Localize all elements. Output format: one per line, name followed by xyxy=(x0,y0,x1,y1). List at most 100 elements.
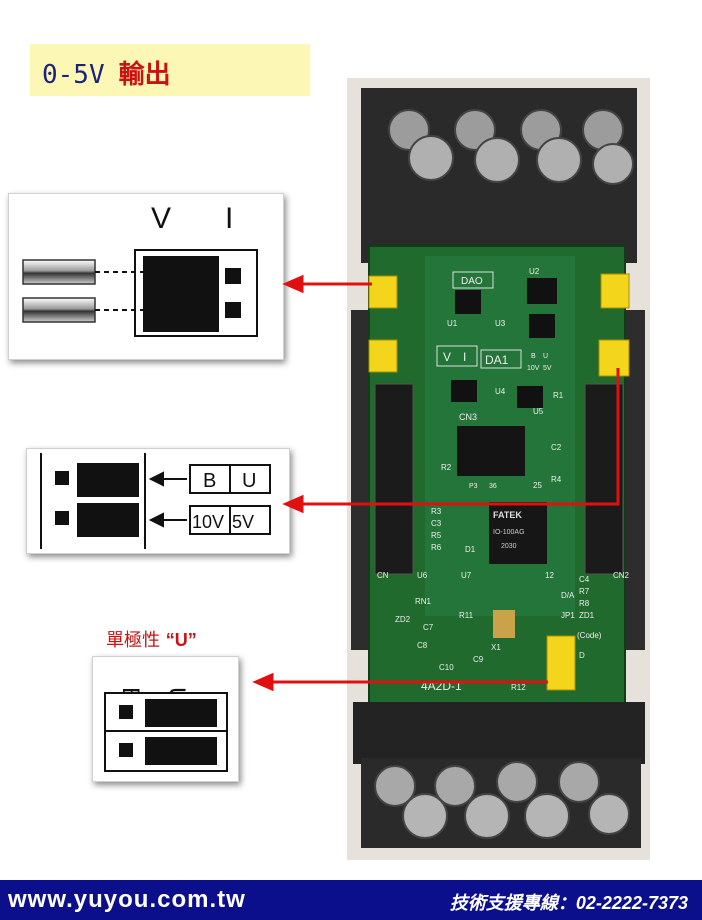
label-c2: C2 xyxy=(551,443,562,452)
label-cn2: CN2 xyxy=(613,571,630,580)
screw-icon xyxy=(374,765,416,807)
pin-b-1 xyxy=(119,705,133,719)
screw-icon xyxy=(592,143,634,185)
panel-range: B U 10V 5V xyxy=(26,448,290,554)
label-u5: U5 xyxy=(533,407,544,416)
footer-url[interactable]: www.yuyou.com.tw xyxy=(8,886,246,913)
label-r11: R11 xyxy=(459,611,474,620)
panel-voltage-current: V I xyxy=(8,193,284,360)
jumper-yellow xyxy=(368,339,398,373)
jumper-yellow xyxy=(368,275,398,309)
jumper-cap-bottom xyxy=(145,737,217,765)
chip-fatek xyxy=(489,502,547,564)
label-zd2: ZD2 xyxy=(395,615,411,624)
label-u7: U7 xyxy=(461,571,472,580)
screw-icon xyxy=(408,135,454,181)
panel-polarity: B U xyxy=(92,656,239,782)
screw-icon xyxy=(434,765,476,807)
label-36: 36 xyxy=(489,483,497,490)
jumper-cap xyxy=(143,256,219,332)
title-prefix: 0-5V xyxy=(42,60,105,90)
terminal-block-bottom-base xyxy=(353,702,645,764)
arrow-left-icon xyxy=(148,512,187,528)
pin-1 xyxy=(55,471,69,485)
pin-b-2 xyxy=(119,743,133,757)
arrow-left-icon xyxy=(148,471,187,487)
label-r4: R4 xyxy=(551,475,562,484)
screw-icon xyxy=(454,109,496,151)
cap-side-view-bottom xyxy=(22,297,96,323)
label-u3: U3 xyxy=(495,319,506,328)
jumper-yellow xyxy=(600,273,630,309)
chip-u3 xyxy=(529,314,555,338)
label-jp-5v: 5V xyxy=(543,365,552,372)
polarity-caption-value: “U” xyxy=(165,630,197,650)
terminal-screws-bottom xyxy=(374,761,630,839)
label-vi-box xyxy=(436,345,478,367)
label-model: 4A2D-1 xyxy=(421,679,462,693)
label-u: U xyxy=(242,470,256,492)
label-r1: R1 xyxy=(553,391,564,400)
screw-icon xyxy=(402,793,448,839)
connector-cn1 xyxy=(374,383,414,575)
label-dao: DAO xyxy=(461,276,483,287)
label-25: 25 xyxy=(533,481,542,490)
title-accent: 輸出 xyxy=(118,60,171,90)
polarity-jumper-diagram: B U xyxy=(104,687,228,772)
label-10v: 10V xyxy=(192,512,224,532)
polarity-caption-text: 單極性 xyxy=(106,630,160,651)
footer-bar: www.yuyou.com.tw 技術支援專線：02-2222-7373 xyxy=(0,880,702,920)
chip-u1 xyxy=(455,290,481,314)
label-jp-u: U xyxy=(543,353,548,360)
label-c4: C4 xyxy=(579,575,590,584)
label-x1: X1 xyxy=(491,643,501,652)
label-jp-i: I xyxy=(463,350,466,364)
terminal-screws-top xyxy=(388,109,634,185)
label-i: I xyxy=(225,202,233,235)
label-rn1: RN1 xyxy=(415,597,432,606)
screw-icon xyxy=(536,137,582,183)
label-chip-model: IO-100AG xyxy=(493,529,525,536)
screw-icon xyxy=(588,793,630,835)
label-d: D xyxy=(579,651,585,660)
module-board-photo: DAO U2 U1 U3 V I DA1 B U 10V 5V U4 U5 R1… xyxy=(347,78,650,860)
jumper-yellow xyxy=(546,635,576,691)
label-b: B xyxy=(203,470,216,492)
label-r12: R12 xyxy=(511,683,526,692)
label-code: (Code) xyxy=(577,631,602,640)
chip-u5 xyxy=(517,386,543,408)
label-12: 12 xyxy=(545,571,554,580)
label-r5: R5 xyxy=(431,531,442,540)
label-jp1: JP1 xyxy=(561,611,575,620)
crystal xyxy=(493,610,515,638)
polarity-caption: 單極性 “U” xyxy=(106,626,197,652)
label-jp-b: B xyxy=(531,353,536,360)
label-r6: R6 xyxy=(431,543,442,552)
label-chip-code: 2030 xyxy=(501,543,517,550)
range-jumper-diagram: B U 10V 5V xyxy=(40,453,271,549)
label-c8: C8 xyxy=(417,641,428,650)
label-zd1: ZD1 xyxy=(579,611,595,620)
chip-u2 xyxy=(527,278,557,304)
jumper-cap-top xyxy=(145,699,217,727)
screw-icon xyxy=(464,793,510,839)
label-c7: C7 xyxy=(423,623,434,632)
vi-jumper-diagram: V I xyxy=(22,202,258,337)
jumper-yellow xyxy=(598,339,630,377)
pin-2 xyxy=(55,511,69,525)
connector-cn2 xyxy=(584,383,624,575)
pin-i-1 xyxy=(225,268,241,284)
screw-icon xyxy=(496,761,538,803)
page-title: 0-5V 輸出 xyxy=(42,54,171,91)
label-cn3: CN3 xyxy=(459,412,477,422)
label-r3: R3 xyxy=(431,507,442,516)
connector-cn3 xyxy=(457,426,525,476)
label-u2: U2 xyxy=(529,267,540,276)
chip-u4 xyxy=(451,380,477,402)
label-c9: C9 xyxy=(473,655,484,664)
label-5v: 5V xyxy=(232,512,254,532)
label-p3: P3 xyxy=(469,483,478,490)
title-box: 0-5V 輸出 xyxy=(30,44,310,96)
label-cn1: CN xyxy=(377,571,389,580)
label-c10: C10 xyxy=(439,663,454,672)
